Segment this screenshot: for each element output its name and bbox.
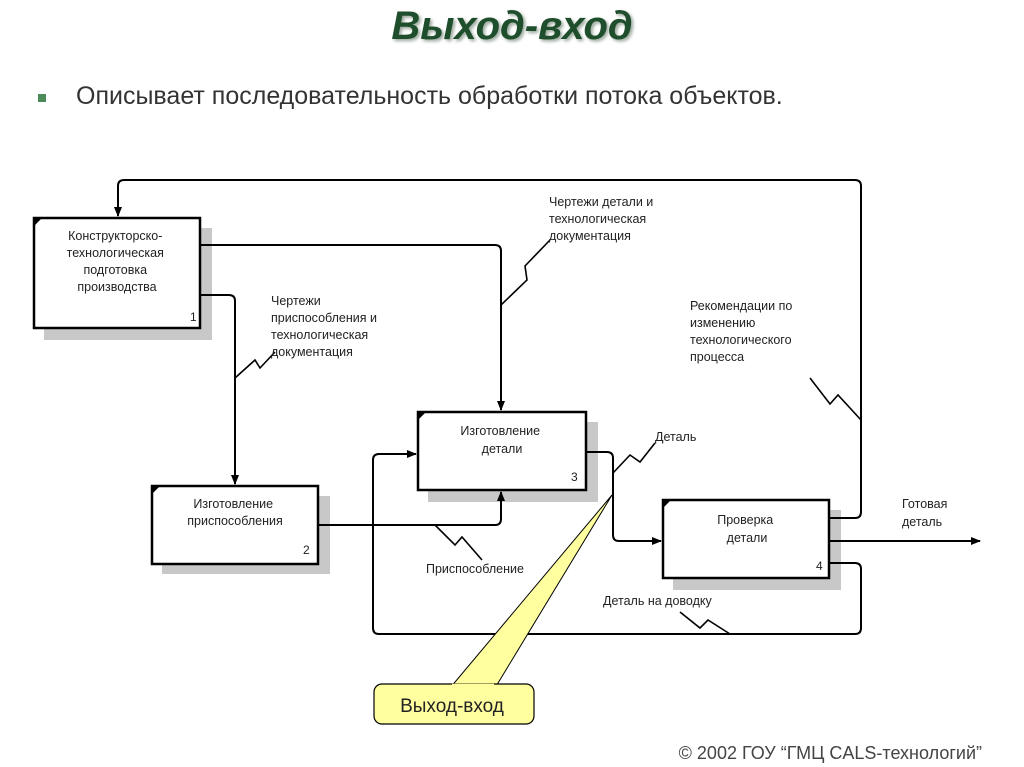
slide-title: Выход-вход — [391, 4, 633, 48]
label-fixture: Приспособление — [426, 562, 524, 576]
arrow-part — [586, 451, 662, 545]
squiggle-drawings-part — [500, 239, 551, 306]
box-4-number: 4 — [816, 559, 823, 573]
box-1 — [32, 216, 202, 330]
arrow-drawings-fixture — [200, 294, 239, 485]
arrow-fixture — [318, 491, 505, 526]
callout-text: Выход-вход — [400, 696, 504, 717]
callout-pointer — [448, 494, 613, 689]
bullet-square-icon — [38, 94, 46, 102]
arrow-recommendations — [114, 179, 862, 519]
label-drawings-fixture: Чертежи приспособления и технологическая… — [271, 294, 380, 359]
label-drawings-part: Чертежи детали и технологическая докумен… — [549, 195, 657, 243]
label-finished-part: Готовая деталь — [902, 497, 951, 529]
box-3-label: Изготовление детали — [460, 424, 543, 456]
box-1-label: Конструкторско- технологическая подготов… — [67, 229, 168, 294]
box-4-label: Проверка детали — [717, 513, 776, 545]
box-corner-marks — [34, 218, 671, 508]
squiggle-drawings-fixture — [234, 351, 276, 379]
squiggle-fixture — [434, 524, 483, 561]
squiggle-rework — [679, 611, 731, 635]
box-2 — [150, 484, 320, 566]
label-rework-part: Деталь на доводку — [603, 594, 712, 608]
box-1-number: 1 — [190, 310, 197, 324]
squiggle-part — [612, 442, 656, 474]
box-3-number: 3 — [571, 470, 578, 484]
label-recommendations: Рекомендации по изменению технологическо… — [690, 299, 796, 364]
squiggle-recommendations — [809, 377, 862, 421]
box-2-number: 2 — [303, 543, 310, 557]
arrow-drawings-part — [200, 244, 505, 411]
box-4 — [661, 498, 831, 580]
box-2-label: Изготовление приспособления — [187, 497, 283, 528]
bullet-text: Описывает последовательность обработки п… — [76, 82, 783, 110]
label-part: Деталь — [655, 430, 696, 444]
arrow-rework-part — [372, 450, 862, 635]
copyright-text: © 2002 ГОУ “ГМЦ CALS-технологий” — [678, 743, 982, 763]
